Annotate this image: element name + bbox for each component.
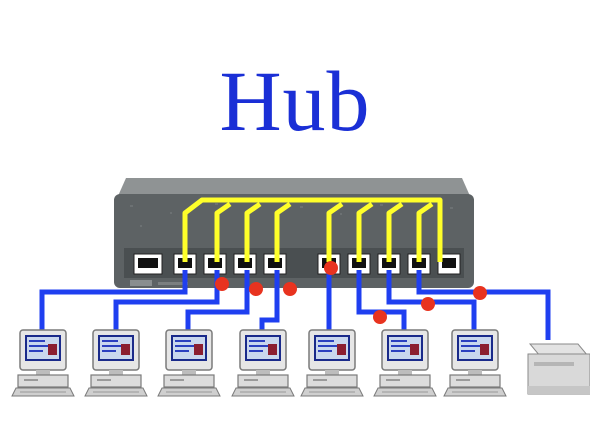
computer-icon	[300, 329, 364, 397]
printer-icon	[527, 343, 590, 395]
diagram-title: Hub	[219, 53, 371, 149]
signal-dot-7	[473, 286, 487, 300]
signal-dot-5	[373, 310, 387, 324]
computer-icon	[84, 329, 148, 397]
signal-dot-icon	[215, 261, 487, 324]
computer-icon	[231, 329, 295, 397]
hub-icon	[114, 178, 474, 288]
hub-backplane-links	[182, 197, 443, 262]
computer-icon	[157, 329, 221, 397]
computer-icon	[443, 329, 507, 397]
computer-icon	[11, 329, 75, 397]
signal-dot-2	[249, 282, 263, 296]
cable-pc-3	[185, 270, 250, 332]
signal-dot-6	[421, 297, 435, 311]
cable-pc-4	[259, 270, 280, 332]
hub-top-face	[118, 178, 470, 196]
signal-dot-1	[215, 277, 229, 291]
signal-dot-4	[324, 261, 338, 275]
computer-icon	[373, 329, 437, 397]
hub-brand-plate	[130, 280, 152, 286]
cable-pc-1	[39, 270, 188, 332]
signal-dot-3	[283, 282, 297, 296]
computers	[11, 329, 507, 397]
